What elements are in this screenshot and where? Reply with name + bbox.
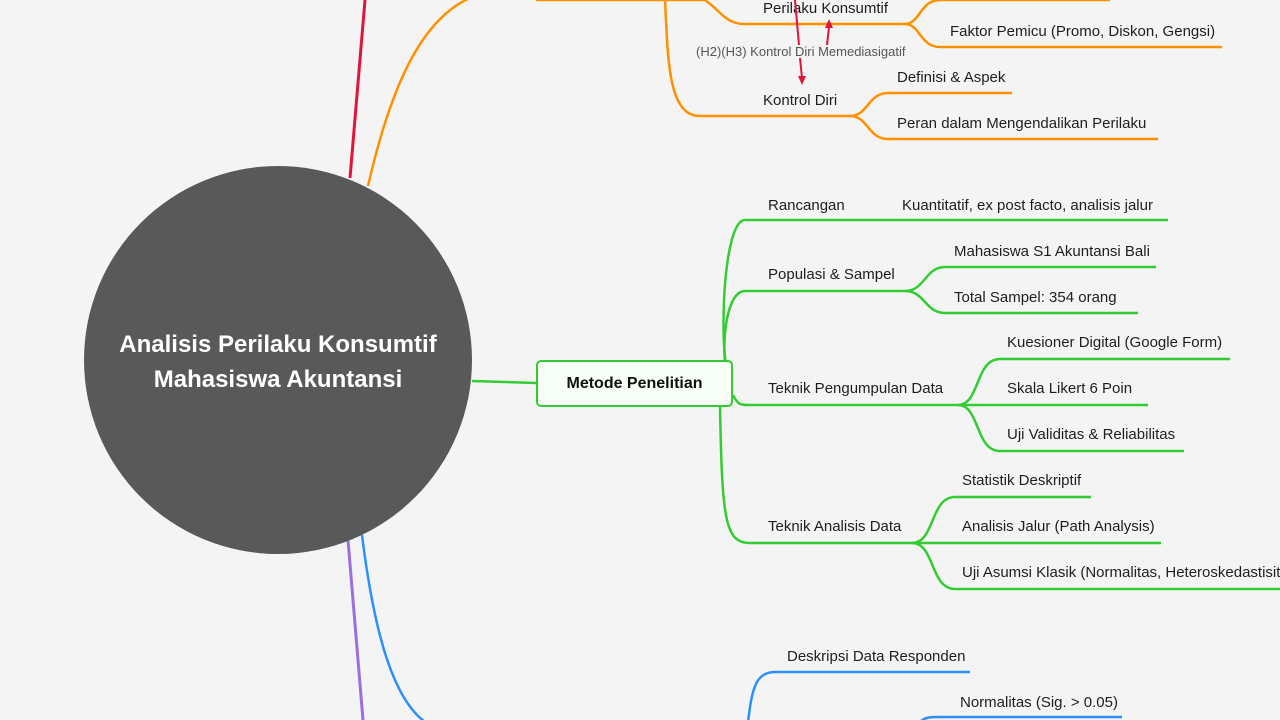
node-perilaku[interactable]: Perilaku Konsumtif [763,0,889,17]
definisi-line [849,91,1012,118]
node-analisis[interactable]: Teknik Analisis Data [768,518,902,535]
arrowhead-up-icon [825,19,833,28]
kuesioner-line [957,357,1230,407]
root-title-line1: Analisis Perilaku Konsumtif [119,331,437,358]
arrowhead-down-icon [798,76,806,85]
node-faktor[interactable]: Faktor Pemicu (Promo, Diskon, Gengsi) [950,23,1215,40]
peran-line [849,114,1158,141]
orange-connector [904,0,1110,26]
node-total-sampel[interactable]: Total Sampel: 354 orang [954,289,1117,306]
node-statistik[interactable]: Statistik Deskriptif [962,472,1082,489]
blue-branch-line [360,534,425,720]
node-pengumpulan[interactable]: Teknik Pengumpulan Data [768,380,944,397]
analisis-line [718,404,912,545]
orange-branch-line [366,0,469,187]
node-jalur[interactable]: Analisis Jalur (Path Analysis) [962,518,1155,535]
mahasiswa-line [904,265,1156,293]
kontrol-line [663,0,850,118]
node-mahasiswa[interactable]: Mahasiswa S1 Akuntansi Bali [954,243,1150,260]
deskripsi-line [746,670,970,720]
node-likert[interactable]: Skala Likert 6 Poin [1007,380,1132,397]
node-kuesioner[interactable]: Kuesioner Digital (Google Form) [1007,334,1222,351]
node-rancangan[interactable]: Rancangan [768,197,845,214]
root-title-line2: Mahasiswa Akuntansi [154,366,403,393]
metode-penelitian-node[interactable]: Metode Penelitian [536,360,733,407]
validitas-line [957,403,1184,453]
node-definisi[interactable]: Definisi & Aspek [897,69,1006,86]
node-peran[interactable]: Peran dalam Mengendalikan Perilaku [897,115,1146,132]
pengumpulan-line [731,394,958,407]
root-node[interactable] [84,166,472,554]
node-asumsi[interactable]: Uji Asumsi Klasik (Normalitas, Heteroske… [962,564,1280,581]
asumsi-line [911,541,1280,591]
green-branch-line [471,379,537,385]
node-populasi[interactable]: Populasi & Sampel [768,266,895,283]
faktor-line [904,22,1222,49]
node-kuantitatif[interactable]: Kuantitatif, ex post facto, analisis jal… [902,197,1153,214]
statistik-line [911,495,1091,545]
relation-arrow-up[interactable] [826,26,830,46]
relation-label[interactable]: (H2)(H3) Kontrol Diri Memediasigatif [696,44,906,59]
node-kontrol[interactable]: Kontrol Diri [763,92,837,109]
node-normalitas[interactable]: Normalitas (Sig. > 0.05) [960,694,1118,711]
normalitas-line [920,715,1122,720]
sampel-line [904,289,1138,315]
perilaku-line [704,0,905,26]
relation-arrow-down[interactable] [794,0,803,79]
node-validitas[interactable]: Uji Validitas & Reliabilitas [1007,426,1175,443]
populasi-line [723,289,905,385]
red-branch-line [348,0,367,179]
node-deskripsi[interactable]: Deskripsi Data Responden [787,648,965,665]
purple-branch-line [346,539,365,720]
